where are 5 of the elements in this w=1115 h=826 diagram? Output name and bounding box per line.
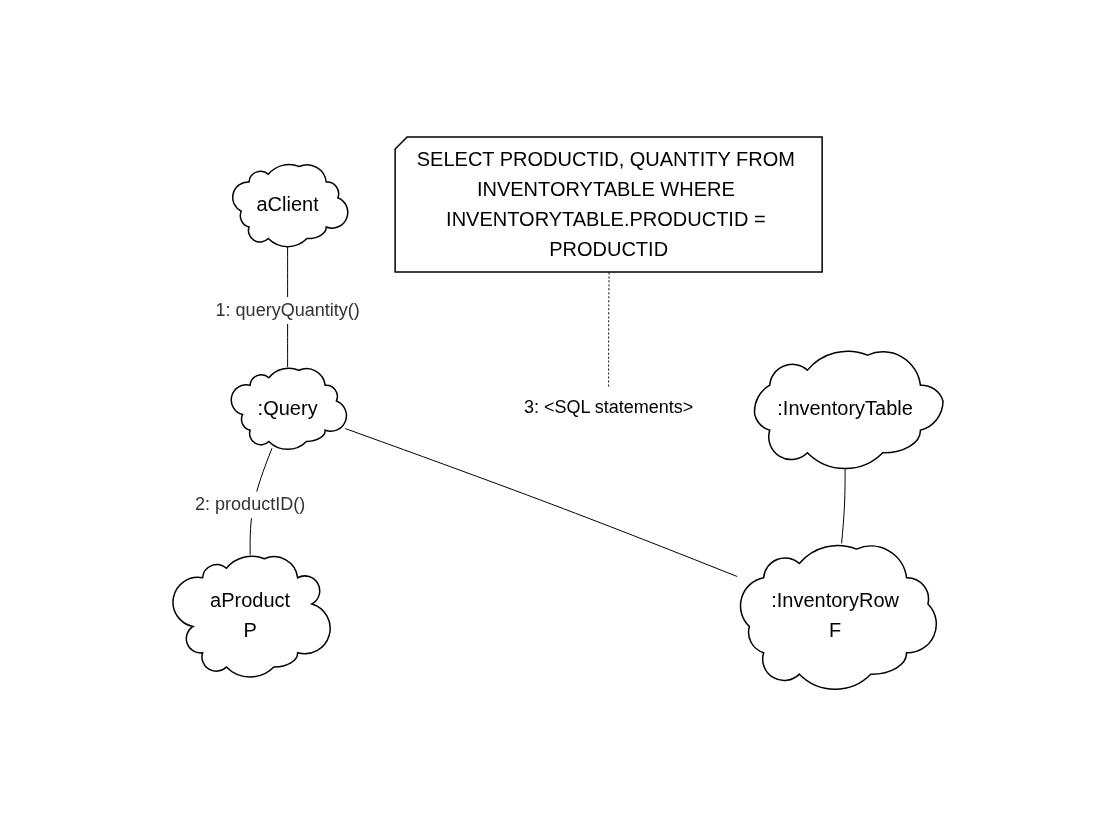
edge-label: 2: productID() [194, 494, 305, 515]
node-text: 3: <SQL statements> [523, 397, 693, 418]
connector [344, 427, 738, 577]
connector [607, 271, 610, 388]
edge-label: 1: queryQuantity() [215, 299, 360, 320]
